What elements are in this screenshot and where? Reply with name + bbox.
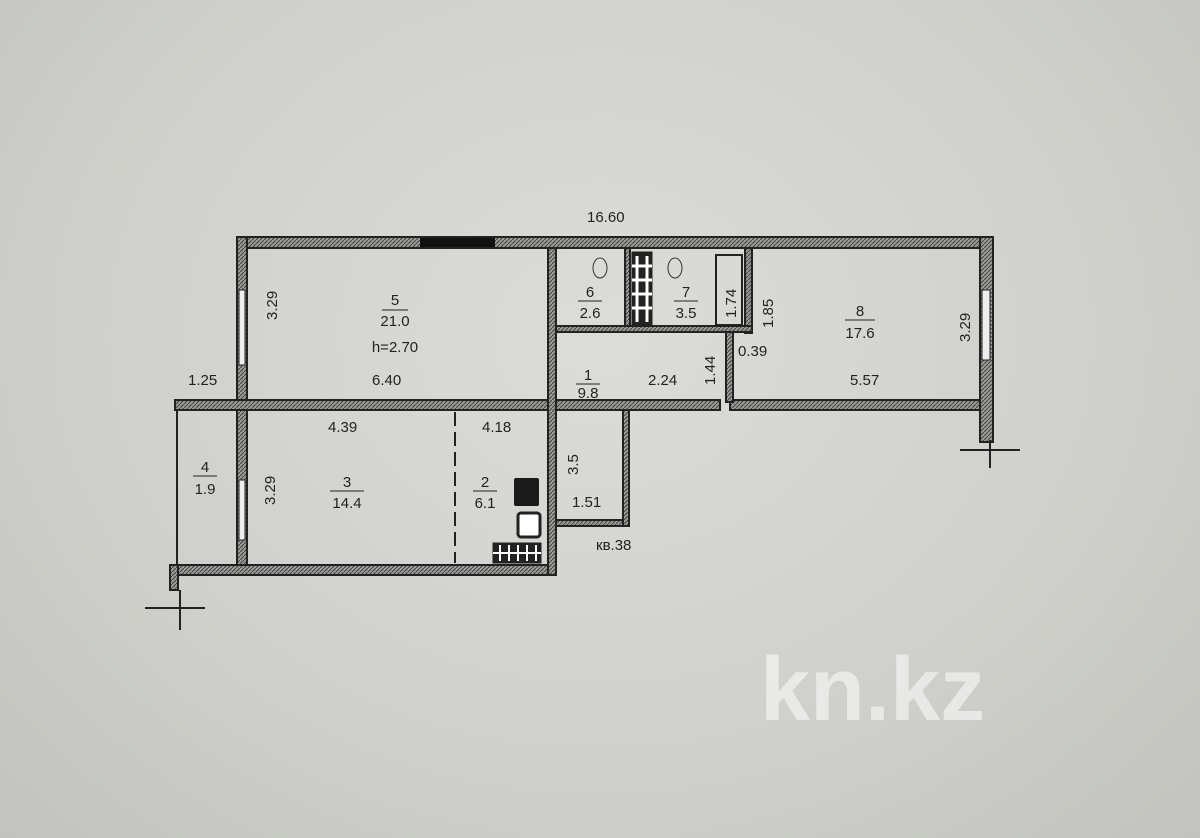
svg-text:3: 3 (343, 474, 351, 491)
svg-text:4.18: 4.18 (482, 419, 511, 436)
svg-text:3.5: 3.5 (676, 305, 697, 322)
svg-text:h=2.70: h=2.70 (372, 339, 418, 356)
svg-text:21.0: 21.0 (380, 313, 409, 330)
svg-text:1.9: 1.9 (195, 481, 216, 498)
svg-text:2.6: 2.6 (580, 305, 601, 322)
watermark-logo: kn.kz (760, 640, 985, 740)
cut-markers (145, 440, 1020, 630)
bathtub-icon (715, 254, 743, 326)
dimension-labels: 3.29 6.40 1.25 4.39 3.29 4.18 3.5 1.51 2… (188, 289, 974, 554)
room-1: 1 9.8 (576, 367, 600, 402)
room-4: 4 1.9 (193, 459, 217, 498)
plumbing-grid (492, 251, 653, 564)
stove-icon (514, 478, 539, 506)
svg-text:2.24: 2.24 (648, 372, 677, 389)
room-8: 8 17.6 (845, 303, 875, 342)
svg-text:1.85: 1.85 (760, 299, 777, 328)
svg-text:7: 7 (682, 284, 690, 301)
toilet-icon (592, 257, 608, 279)
apartment-label: кв.38 (596, 537, 631, 554)
svg-text:6.40: 6.40 (372, 372, 401, 389)
svg-text:1: 1 (584, 367, 592, 384)
svg-text:1.74: 1.74 (723, 289, 740, 318)
svg-text:17.6: 17.6 (845, 325, 874, 342)
svg-text:1.44: 1.44 (702, 356, 719, 385)
svg-text:3.29: 3.29 (262, 476, 279, 505)
svg-text:9.8: 9.8 (578, 385, 599, 402)
svg-text:6.1: 6.1 (475, 495, 496, 512)
walls (169, 236, 994, 591)
room-3: 3 14.4 (330, 474, 364, 512)
overall-width: 16.60 (587, 209, 625, 226)
svg-text:3.29: 3.29 (957, 313, 974, 342)
svg-text:4.39: 4.39 (328, 419, 357, 436)
svg-text:1.25: 1.25 (188, 372, 217, 389)
svg-text:2: 2 (481, 474, 489, 491)
window-room5 (238, 289, 246, 366)
window-room8 (981, 289, 991, 361)
room-6: 6 2.6 (578, 284, 602, 322)
room-7: 7 3.5 (674, 284, 698, 322)
room-2: 2 6.1 (473, 474, 497, 512)
svg-text:14.4: 14.4 (332, 495, 361, 512)
svg-text:0.39: 0.39 (738, 343, 767, 360)
sink-icon (516, 511, 542, 539)
room-5: 5 21.0 h=2.70 (372, 292, 418, 356)
svg-text:3.29: 3.29 (264, 291, 281, 320)
svg-text:3.5: 3.5 (565, 454, 582, 475)
svg-text:5.57: 5.57 (850, 372, 879, 389)
svg-text:5: 5 (391, 292, 399, 309)
svg-text:8: 8 (856, 303, 864, 320)
svg-text:4: 4 (201, 459, 209, 476)
svg-text:6: 6 (586, 284, 594, 301)
window-top (420, 238, 495, 247)
washbasin-icon (667, 257, 683, 279)
window-room3 (238, 479, 246, 541)
svg-text:1.51: 1.51 (572, 494, 601, 511)
